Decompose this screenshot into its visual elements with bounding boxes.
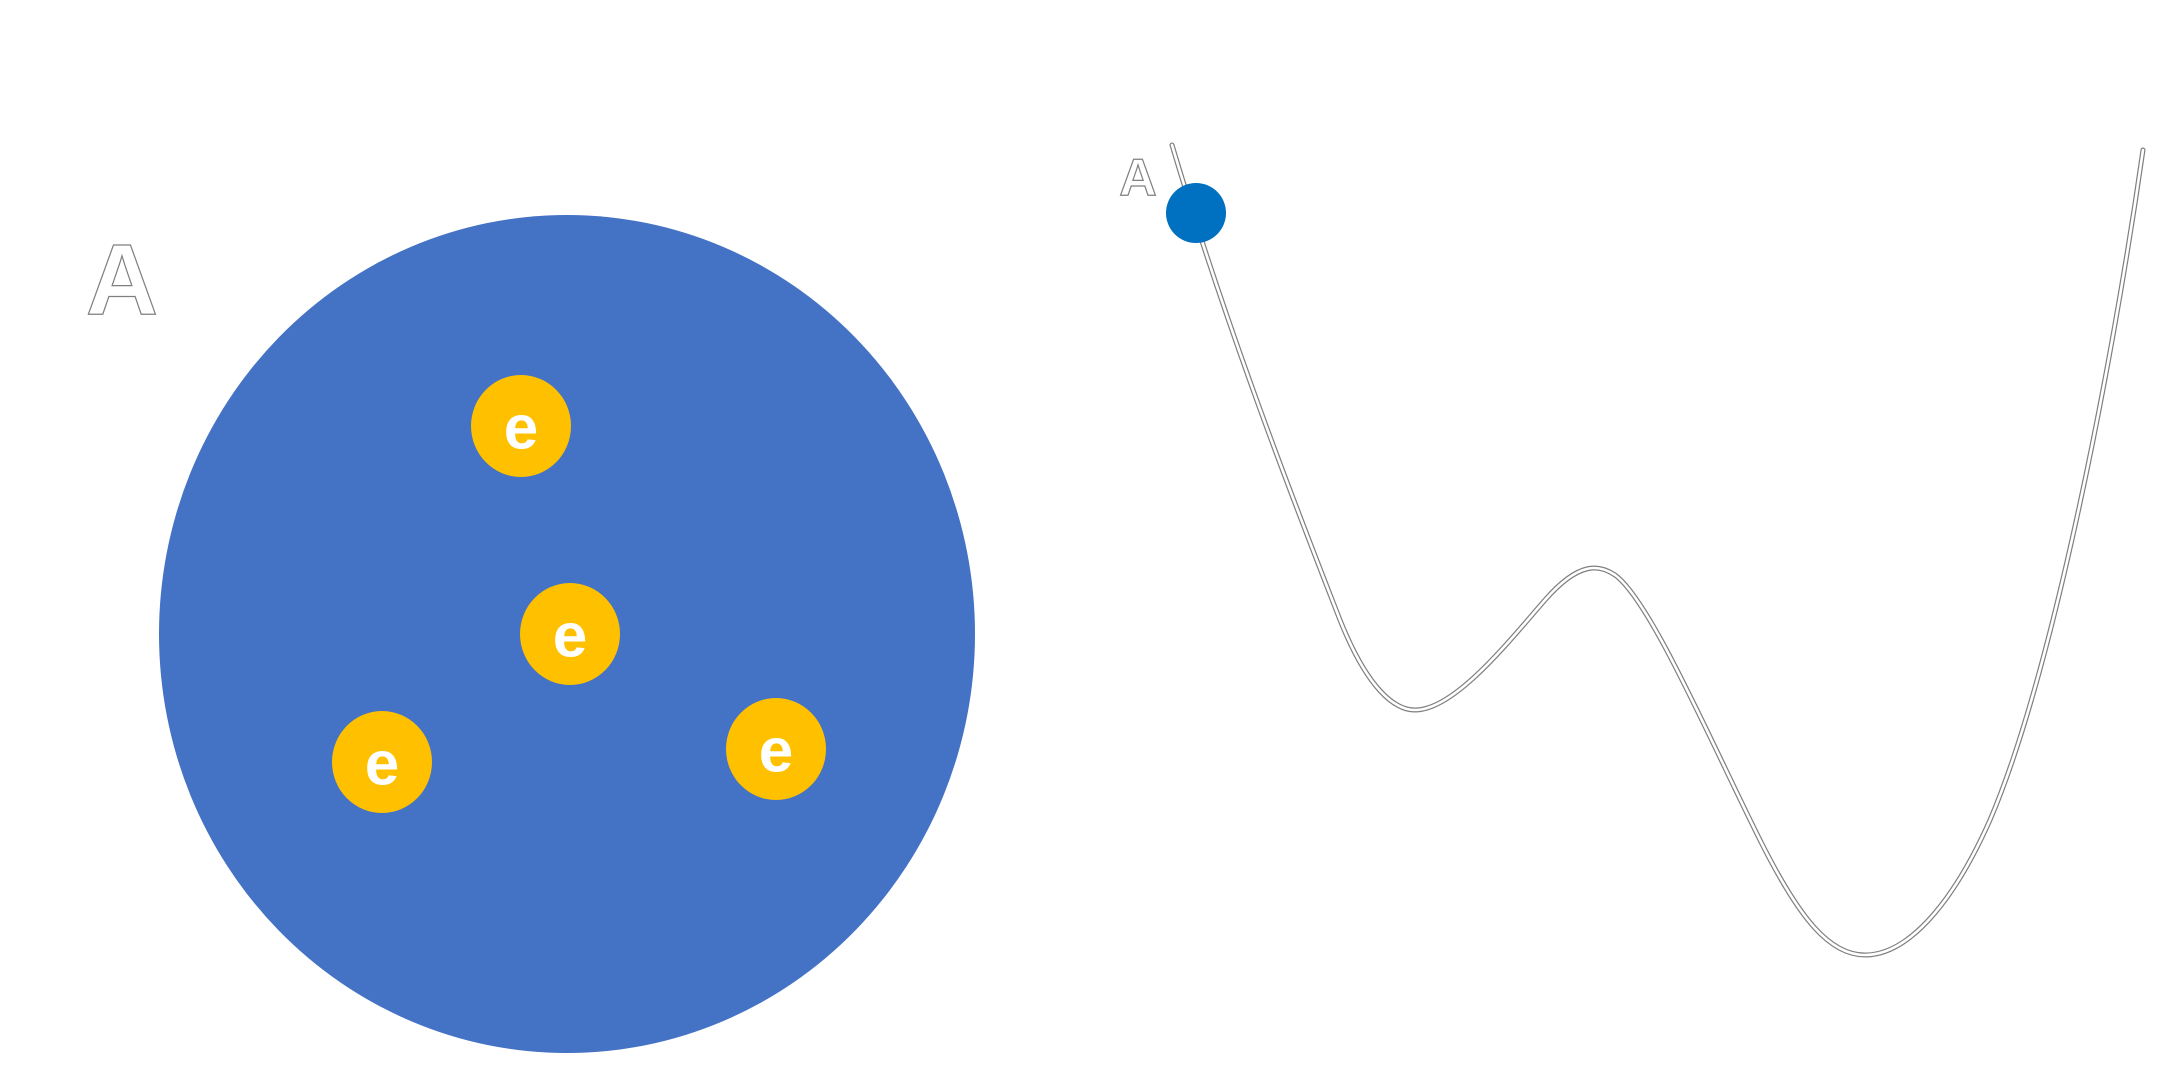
energy-panel: A xyxy=(1119,142,2146,958)
electron-label: e xyxy=(553,602,587,671)
atom-label: A xyxy=(86,224,158,336)
electron: e xyxy=(726,698,826,800)
electron: e xyxy=(471,375,571,477)
electron-label: e xyxy=(504,394,538,463)
atom-panel: A e e e e xyxy=(85,215,975,1053)
electron-label: e xyxy=(759,717,793,786)
electron-label: e xyxy=(365,730,399,799)
electron: e xyxy=(520,583,620,685)
particle-ball xyxy=(1166,183,1226,243)
energy-panel-label: A xyxy=(1119,149,1157,207)
electron: e xyxy=(332,711,432,813)
energy-curve xyxy=(1169,142,2146,958)
